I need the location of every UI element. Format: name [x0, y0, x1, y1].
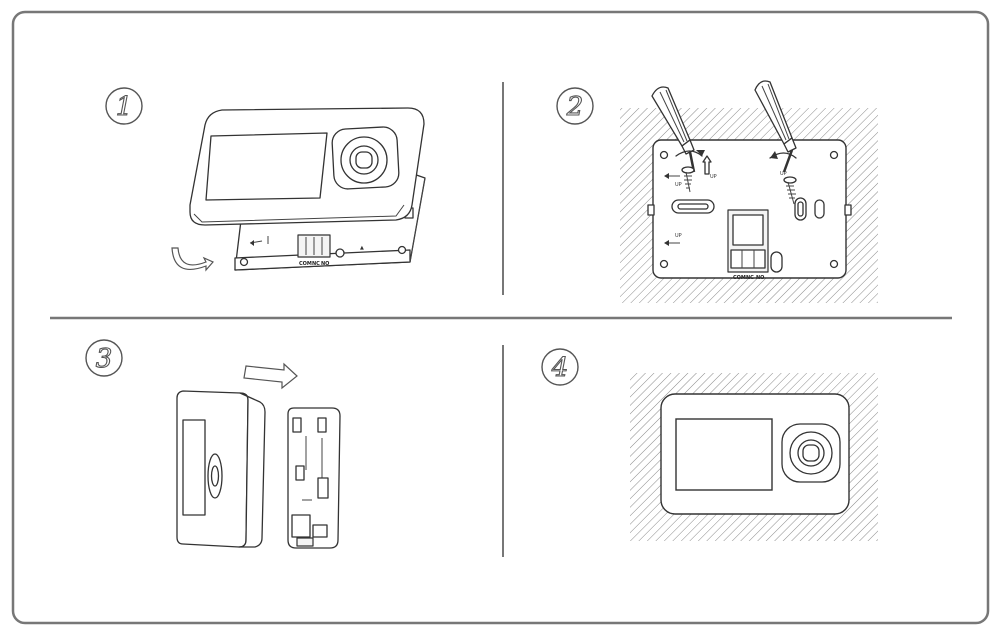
screw-icon: [783, 176, 797, 205]
slide-arrow-icon: [243, 362, 298, 390]
step-number-1: 1: [116, 92, 133, 122]
step-4-illustration: [630, 373, 878, 541]
rating-marking: ▲: [360, 245, 364, 251]
up-arrow-icon: [702, 155, 712, 175]
step-badge-3: 3: [85, 339, 123, 377]
up-label-4: UP: [780, 171, 787, 177]
plate-terminal-com: COM: [733, 275, 746, 281]
step-number-3: 3: [96, 344, 113, 374]
device-side-view: [176, 390, 266, 548]
plate-terminal-nc: NC: [746, 275, 754, 281]
device-body: [189, 107, 425, 226]
screwdriver-icon: [754, 80, 797, 173]
rotate-arrow-icon: [171, 247, 214, 272]
terminal-label-com: COM: [299, 261, 312, 267]
terminal-label-nc: NC: [312, 261, 320, 267]
up-label-2: UP: [675, 182, 682, 188]
screw-icon: [681, 166, 695, 193]
control-dial-icon: [781, 423, 841, 483]
back-plate-side-view: [287, 407, 341, 549]
plate-terminal-no: NO: [756, 275, 764, 281]
up-label-3: UP: [675, 233, 682, 239]
mounting-plate: COM NC NO UP UP UP UP: [647, 139, 852, 281]
step-2-illustration: COM NC NO UP UP UP UP: [620, 80, 878, 303]
step-number-4: 4: [551, 353, 569, 383]
step-number-2: 2: [566, 92, 584, 122]
step-1-illustration: ▲ COM NC NO: [171, 107, 426, 272]
screwdriver-icon: [651, 86, 705, 173]
step-3-illustration: [176, 362, 341, 549]
terminal-label-no: NO: [321, 261, 329, 267]
step-badge-4: 4: [541, 348, 579, 386]
step-badge-2: 2: [556, 87, 594, 125]
step-badge-1: 1: [105, 87, 143, 125]
up-label-1: UP: [710, 174, 717, 180]
device-screen: [675, 418, 773, 491]
